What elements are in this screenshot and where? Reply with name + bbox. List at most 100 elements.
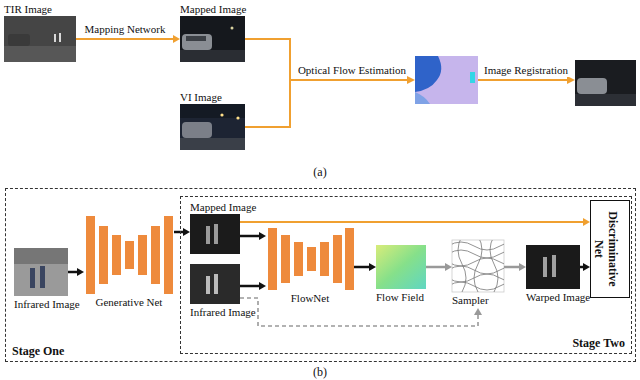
pattern-curve <box>452 242 504 250</box>
image-caption: Infrared Image <box>190 306 256 319</box>
step-label: Image Registration <box>483 64 569 77</box>
connector <box>240 282 266 290</box>
arrow-head <box>567 76 575 84</box>
connector-line <box>426 266 446 269</box>
photo-road <box>575 94 636 106</box>
stage-name: Stage Two <box>572 336 625 350</box>
image-area <box>190 264 240 304</box>
image-caption: Warped Image <box>526 291 590 304</box>
photo-ground <box>180 104 245 150</box>
image-caption: FlowNet <box>291 292 330 305</box>
photo-road <box>180 138 245 150</box>
image-panel: Mapped Image <box>190 201 258 254</box>
warped-photo <box>526 245 580 289</box>
layer-bar <box>125 241 134 269</box>
orange-arrows <box>245 39 575 127</box>
panel-label: (b) <box>312 365 328 379</box>
connector-line <box>240 221 584 223</box>
arrow-line <box>245 39 408 80</box>
photo-person <box>206 226 210 244</box>
photo-person <box>40 266 45 288</box>
photo-ground <box>526 245 580 289</box>
connector <box>68 268 84 276</box>
flownet-bars <box>268 228 354 290</box>
connector-line <box>174 231 184 234</box>
pattern-curve <box>458 240 466 292</box>
flow-photo <box>376 245 426 289</box>
connector-line <box>354 266 370 269</box>
arrow-head <box>183 228 190 236</box>
image-panel: FlowNet <box>266 228 355 305</box>
flow-ground <box>415 56 478 104</box>
arrow-head <box>474 308 482 315</box>
photo-person <box>543 257 547 277</box>
photo-ground <box>190 214 240 254</box>
image-panel: Warped Image <box>526 245 592 304</box>
connector <box>76 35 180 43</box>
arrow-line <box>245 80 290 127</box>
edge-label: Mapping Network <box>84 23 167 36</box>
image-area <box>14 248 68 296</box>
arrow-head <box>259 232 266 240</box>
connector <box>504 263 526 271</box>
arrow-head <box>583 263 590 271</box>
image-caption: Sampler <box>452 294 489 307</box>
pattern-curve <box>452 266 504 274</box>
arrow-head <box>583 218 590 226</box>
connector <box>240 232 266 240</box>
pattern-curve <box>452 282 504 290</box>
mapped-photo <box>190 214 240 254</box>
image-area <box>180 104 245 150</box>
layer-bar <box>294 242 303 276</box>
image-area <box>190 214 240 254</box>
image-caption: Mapped Image <box>190 201 256 214</box>
photo-ground <box>575 60 636 106</box>
network-box: Discriminative Net <box>590 200 630 298</box>
arrow-head <box>369 263 376 271</box>
mapped-photo <box>180 16 245 62</box>
photo-trees <box>180 104 245 118</box>
infrared-photo <box>14 248 68 296</box>
infrared-photo <box>190 264 240 304</box>
stage-box: Stage OneInfrared ImageGenerative NetSta… <box>5 188 636 362</box>
photo-lamp <box>231 27 234 30</box>
layer-bar <box>268 228 277 290</box>
sampler-pattern <box>448 236 526 320</box>
image-area <box>84 216 174 294</box>
connector <box>354 263 376 271</box>
photo-ground <box>190 264 240 304</box>
flow-photo <box>415 56 478 104</box>
flow-region <box>415 92 430 104</box>
connector-line <box>76 38 174 40</box>
connector-line <box>68 271 78 274</box>
image-caption: VI Image <box>180 91 222 104</box>
photo-car <box>577 78 607 94</box>
connector <box>240 298 482 326</box>
result-photo <box>575 60 636 106</box>
photo-person <box>206 276 210 294</box>
connector-line <box>504 266 520 269</box>
pattern-curve <box>452 250 504 258</box>
layer-bar <box>281 235 290 283</box>
photo-road <box>4 46 76 62</box>
photo-lamp <box>220 113 223 116</box>
arrow-line <box>478 79 568 81</box>
layer-bar <box>112 235 121 275</box>
image-area <box>4 16 76 62</box>
connector <box>174 228 190 236</box>
connector-line <box>240 298 478 326</box>
photo-person <box>214 274 218 294</box>
image-caption: Flow Field <box>376 291 424 304</box>
image-panel: Sampler <box>452 240 505 307</box>
flow-region <box>470 72 475 83</box>
photo-person <box>30 268 35 288</box>
image-panel: Infrared Image <box>190 264 257 319</box>
arrow-head <box>407 76 415 84</box>
layer-bar <box>151 226 160 284</box>
pattern-curve <box>474 240 482 292</box>
photo-person <box>59 33 61 42</box>
photo-road <box>180 50 245 62</box>
image-panel: Flow Field <box>376 245 427 304</box>
